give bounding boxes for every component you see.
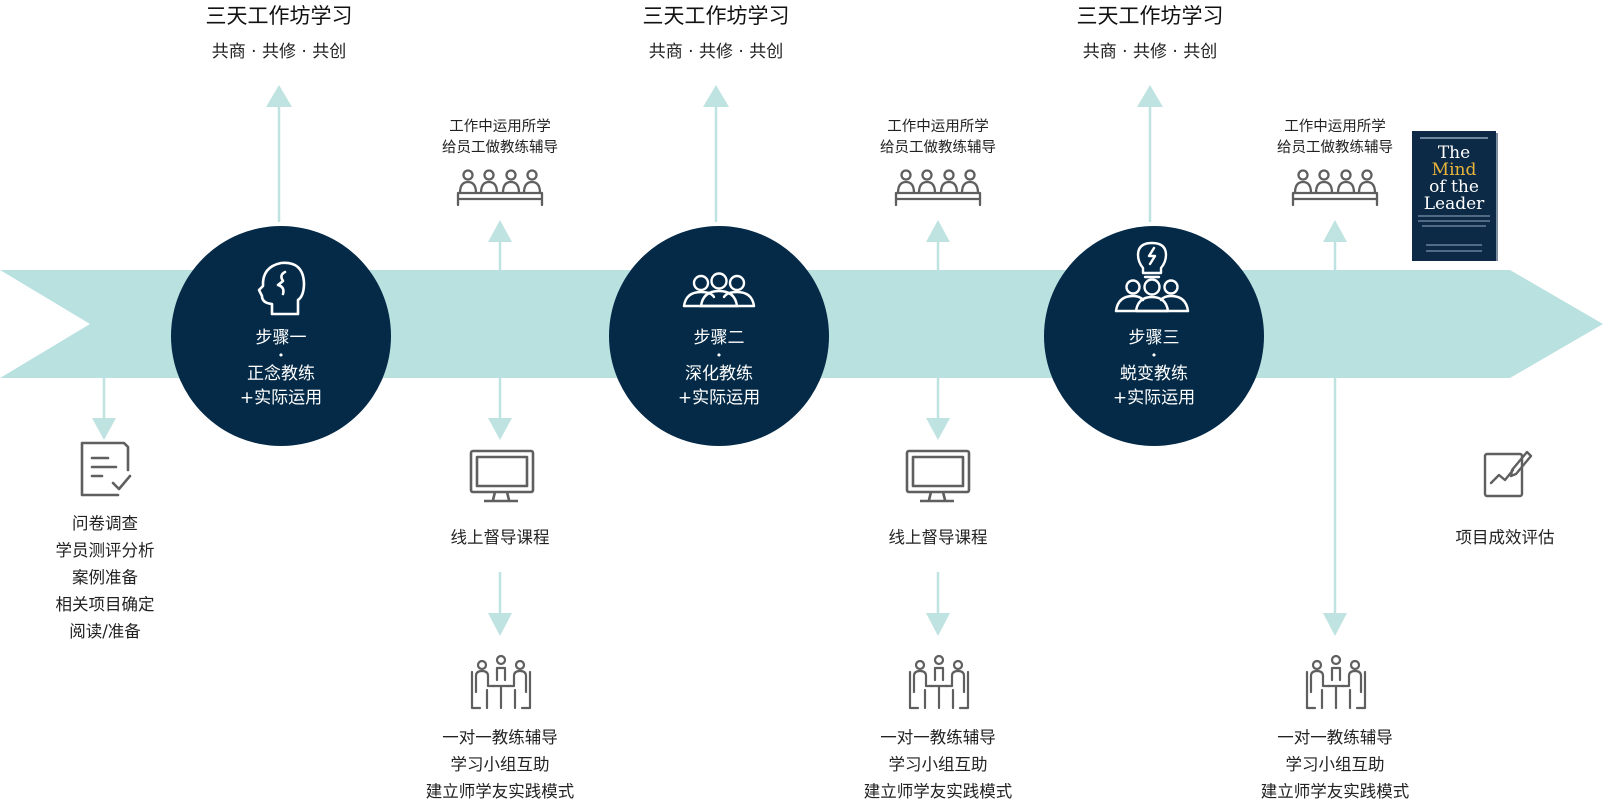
coaching-block-label: 一对一教练辅导 学习小组互助 建立师学友实践模式 [410, 724, 590, 801]
preparation-item: 学员测评分析 [55, 541, 155, 560]
team-meeting-icon [456, 169, 544, 207]
step-circle-2 [609, 226, 829, 446]
workshop-subtitle: 共商 · 共修 · 共创 [1082, 42, 1218, 62]
book-title-line: of the [1429, 177, 1479, 197]
monitor-icon [469, 449, 535, 503]
step-line-2: +实际运用 [677, 388, 761, 408]
step-name: 步骤二 [693, 328, 745, 348]
step-1-label: 步骤一 • 正念教练 +实际运用 [201, 326, 361, 410]
step-dot: • [277, 349, 285, 362]
coaching-line-3: 建立师学友实践模式 [425, 782, 575, 801]
one-on-one-icon [908, 654, 970, 710]
step-line-2: +实际运用 [239, 388, 323, 408]
step-name: 步骤三 [1128, 328, 1180, 348]
evaluation-report-icon [1483, 450, 1533, 498]
one-on-one-icon [1305, 654, 1367, 710]
coaching-line-2: 学习小组互助 [1285, 755, 1385, 774]
coaching-block-label: 一对一教练辅导 学习小组互助 建立师学友实践模式 [1245, 724, 1425, 801]
apply-line-1: 工作中运用所学 [449, 119, 551, 135]
coaching-line-3: 建立师学友实践模式 [863, 782, 1013, 801]
apply-line-2: 给员工做教练辅导 [880, 140, 996, 156]
step-line-1: 正念教练 [247, 364, 315, 384]
preparation-item: 问卷调查 [72, 514, 138, 533]
checklist-document-icon [80, 441, 132, 497]
apply-line-2: 给员工做教练辅导 [442, 140, 558, 156]
team-meeting-icon [894, 169, 982, 207]
step-3-label: 步骤三 • 蜕变教练 +实际运用 [1074, 326, 1234, 410]
preparation-item: 阅读/准备 [69, 622, 141, 641]
coaching-line-1: 一对一教练辅导 [442, 728, 558, 747]
down-connectors [92, 378, 1347, 636]
step-2-label: 步骤二 • 深化教练 +实际运用 [639, 326, 799, 410]
preparation-list: 问卷调查 学员测评分析 案例准备 相关项目确定 阅读/准备 [30, 510, 180, 645]
apply-block-label: 工作中运用所学 给员工做教练辅导 [420, 117, 580, 159]
workshop-connectors [266, 85, 1163, 222]
apply-line-2: 给员工做教练辅导 [1277, 140, 1393, 156]
coaching-line-3: 建立师学友实践模式 [1260, 782, 1410, 801]
book-title: The Mind of the Leader [1412, 145, 1496, 213]
team-group-icon [682, 272, 756, 308]
step-dot: • [1150, 349, 1158, 362]
book-cover-image [1412, 131, 1498, 261]
one-on-one-icon [470, 654, 532, 710]
workshop-subtitle: 共商 · 共修 · 共创 [648, 42, 784, 62]
apply-line-1: 工作中运用所学 [887, 119, 989, 135]
evaluation-label: 项目成效评估 [1455, 528, 1555, 547]
book-title-line: Mind [1431, 160, 1477, 180]
monitor-icon [905, 449, 971, 503]
step-name: 步骤一 [255, 328, 307, 348]
step-line-1: 蜕变教练 [1120, 364, 1188, 384]
coaching-block-label: 一对一教练辅导 学习小组互助 建立师学友实践模式 [848, 724, 1028, 801]
workshop-subtitle: 共商 · 共修 · 共创 [211, 42, 347, 62]
head-brain-icon [257, 261, 306, 316]
team-meeting-icon [1291, 169, 1379, 207]
apply-block-label: 工作中运用所学 给员工做教练辅导 [858, 117, 1018, 159]
book-title-line: Leader [1423, 194, 1485, 214]
apply-line-1: 工作中运用所学 [1284, 119, 1386, 135]
step-line-2: +实际运用 [1112, 388, 1196, 408]
workshop-title: 三天工作坊学习 [205, 4, 353, 28]
preparation-item: 案例准备 [72, 568, 138, 587]
workshop-title: 三天工作坊学习 [1076, 4, 1224, 28]
coaching-line-2: 学习小组互助 [888, 755, 988, 774]
online-course-label: 线上督导课程 [450, 528, 550, 547]
coaching-line-2: 学习小组互助 [450, 755, 550, 774]
apply-block-label: 工作中运用所学 给员工做教练辅导 [1255, 117, 1415, 159]
coaching-line-1: 一对一教练辅导 [1277, 728, 1393, 747]
step-dot: • [715, 349, 723, 362]
step-circle-1 [171, 226, 391, 446]
preparation-item: 相关项目确定 [55, 595, 155, 614]
workshop-title: 三天工作坊学习 [642, 4, 790, 28]
apply-connectors [488, 220, 1347, 270]
lightbulb-team-icon [1114, 241, 1190, 313]
coaching-line-1: 一对一教练辅导 [880, 728, 996, 747]
step-line-1: 深化教练 [685, 364, 753, 384]
book-title-line: The [1437, 143, 1471, 163]
online-course-label: 线上督导课程 [888, 528, 988, 547]
step-circle-3 [1044, 226, 1264, 446]
